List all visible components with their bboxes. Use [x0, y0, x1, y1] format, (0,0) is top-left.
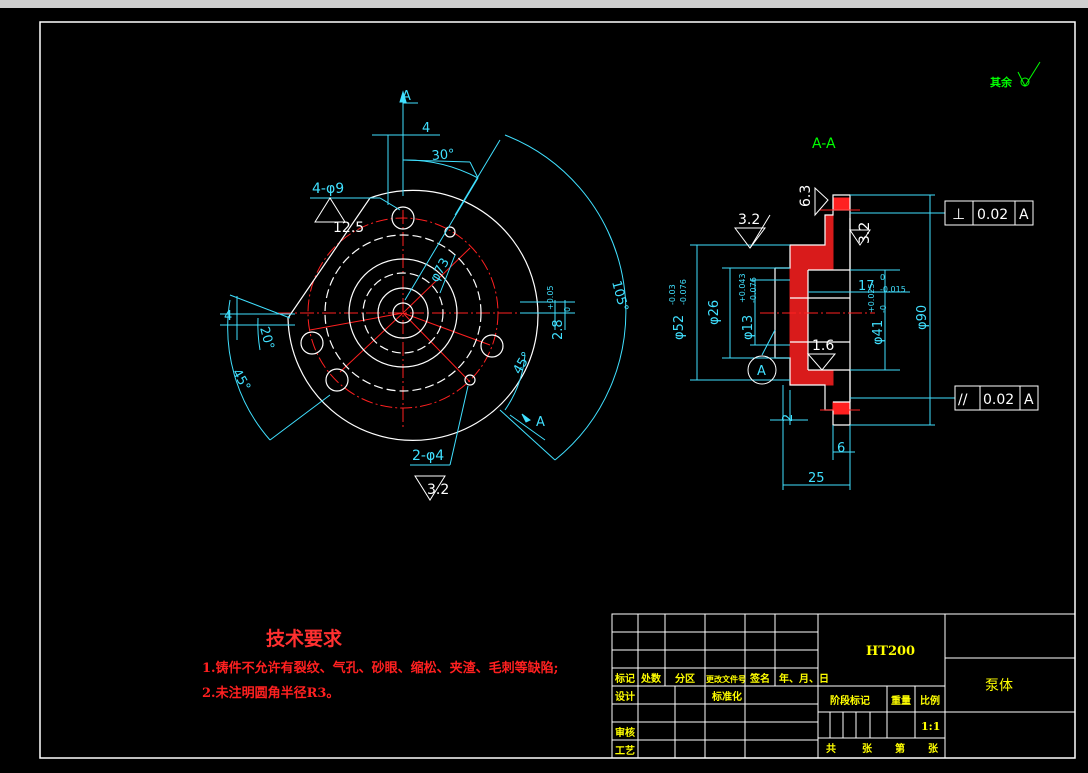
- hdr-zhang-2: 张: [928, 742, 939, 755]
- hdr-biaozhunhua: 标准化: [711, 690, 742, 703]
- par-tol-datum: A: [1024, 392, 1034, 408]
- notes-line-2: 2.未注明圆角半径R3。: [202, 685, 339, 701]
- dim-17-tol-lower: -0.015: [880, 285, 906, 294]
- roughness-12-5: 12.5: [333, 220, 364, 236]
- section-view: A-A: [668, 136, 1039, 490]
- section-marker-top: A: [402, 89, 411, 104]
- section-outline: [774, 194, 851, 426]
- dim-phi41-tol-lower: -0: [879, 305, 888, 313]
- drawing-border: [39, 21, 1076, 759]
- hdr-fenqu: 分区: [675, 672, 695, 685]
- hdr-bili: 比例: [920, 694, 940, 707]
- dim-2: 2: [781, 414, 796, 422]
- dim-2-8-tol-lower: 0: [563, 307, 572, 312]
- dim-phi90: φ90: [915, 305, 930, 330]
- section-marker-bottom: A: [536, 415, 545, 430]
- angle-45-left: 45°: [229, 367, 254, 394]
- dim-phi41-tol-upper: +0.025: [867, 283, 876, 313]
- hdr-qianming: 签名: [749, 672, 770, 685]
- hdr-chushu: 处数: [640, 672, 662, 685]
- roughness-3-2-front: 3.2: [427, 482, 449, 498]
- notes-title: 技术要求: [266, 627, 343, 650]
- dim-25: 25: [808, 471, 825, 486]
- window-top-bar: [0, 0, 1088, 8]
- hdr-sheji: 设计: [615, 690, 635, 703]
- hole-2-phi4-label: 2-φ4: [412, 448, 444, 464]
- front-view: A A 4-φ9 2-φ4 φ73 12.5 3.2 4 30° 105° 45…: [220, 89, 631, 501]
- front-centerlines: [278, 210, 528, 430]
- part-name: 泵体: [985, 678, 1013, 694]
- section-roughness-symbols: [734, 186, 871, 371]
- datum-circle: [747, 355, 777, 385]
- material-label: HT200: [866, 644, 915, 659]
- dim-phi13-tol-upper: +0.043: [738, 273, 747, 303]
- scale-value: 1:1: [921, 720, 940, 733]
- section-arrows: [399, 90, 531, 423]
- notes-line-1: 1.铸件不允许有裂纹、气孔、砂眼、缩松、夹渣、毛刺等缺陷;: [202, 660, 558, 676]
- dim-17-tol-upper: 0: [880, 273, 885, 282]
- dim-2-8-tol-upper: +0.05: [546, 285, 555, 310]
- dim-6: 6: [837, 441, 845, 456]
- front-dimensions: [220, 92, 627, 466]
- par-tol-value: 0.02: [983, 392, 1014, 408]
- dim-4-left: 4: [224, 309, 232, 324]
- dim-2-8: 2.8: [551, 319, 566, 340]
- front-outline: [287, 189, 539, 441]
- dim-phi26: φ26: [707, 300, 722, 325]
- hdr-zhongliang: 重量: [891, 694, 911, 707]
- parallelism-icon: //: [958, 392, 968, 408]
- hdr-di: 第: [895, 742, 905, 755]
- front-roughness-symbols: [314, 197, 446, 501]
- roughness-3-2-top: 3.2: [738, 212, 760, 228]
- hdr-jieduan: 阶段标记: [830, 694, 870, 707]
- section-hatching: [789, 197, 850, 415]
- perp-tol-datum: A: [1019, 207, 1029, 223]
- hdr-date: 年、月、日: [779, 672, 829, 685]
- other-roughness: 其余: [990, 61, 1041, 89]
- section-dimensions: [690, 194, 956, 490]
- tol-frame-perpendicularity: ⊥ 0.02 A: [944, 200, 1034, 226]
- hole-4-phi9-label: 4-φ9: [312, 181, 344, 197]
- dim-phi13-tol-lower: -0.076: [749, 277, 758, 303]
- dim-phi13: φ13: [741, 315, 756, 340]
- datum-label: A: [757, 364, 766, 379]
- dim-phi52-tol-lower: -0.076: [679, 279, 688, 305]
- dim-phi52-tol-upper: -0.03: [668, 284, 677, 305]
- dim-4-top: 4: [422, 121, 430, 136]
- section-title: A-A: [812, 136, 836, 152]
- other-roughness-label: 其余: [990, 75, 1013, 89]
- tol-frame-parallelism: // 0.02 A: [954, 385, 1039, 411]
- perp-tol-value: 0.02: [977, 207, 1008, 223]
- technical-notes: 技术要求 1.铸件不允许有裂纹、气孔、砂眼、缩松、夹渣、毛刺等缺陷; 2.未注明…: [202, 627, 558, 701]
- cad-drawing-canvas: A A 4-φ9 2-φ4 φ73 12.5 3.2 4 30° 105° 45…: [39, 21, 1076, 759]
- angle-105: 105°: [608, 279, 631, 313]
- dim-phi41: φ41: [871, 320, 886, 345]
- perpendicularity-icon: ⊥: [952, 205, 965, 223]
- hdr-zhang-1: 张: [862, 742, 873, 755]
- hdr-gengai: 更改文件号: [706, 674, 746, 684]
- title-block: HT200 泵体 1:1 标记 处数 分区 更改文件号 签名 年、月、日 设计 …: [611, 613, 1076, 759]
- angle-20: 20°: [256, 325, 276, 351]
- dim-17: 17: [858, 279, 875, 294]
- dim-phi52: φ52: [672, 315, 687, 340]
- hdr-biaoji: 标记: [614, 672, 635, 685]
- hdr-gong: 共: [826, 742, 836, 755]
- angle-30: 30°: [431, 147, 455, 164]
- hdr-shenhe: 审核: [615, 726, 635, 739]
- angle-45-right: 45°: [510, 350, 535, 377]
- roughness-3-2-right: 3.2: [857, 222, 873, 244]
- roughness-6-3: 6.3: [798, 185, 814, 207]
- hdr-gongyi: 工艺: [615, 744, 635, 757]
- roughness-1-6: 1.6: [812, 338, 834, 354]
